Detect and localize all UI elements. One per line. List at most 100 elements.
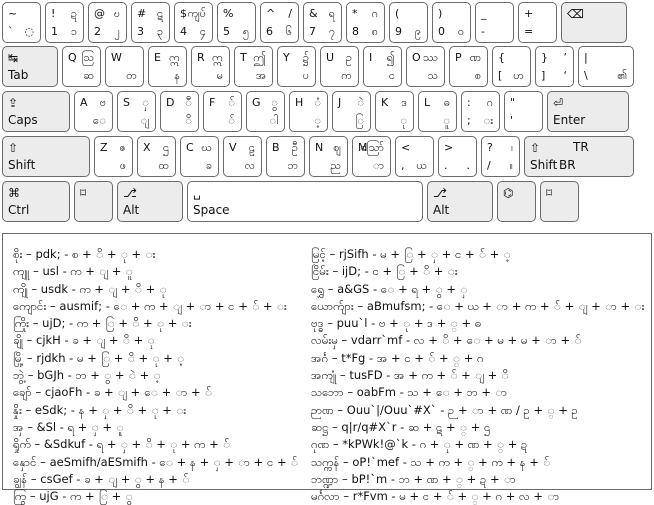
key-o-burmese-shift: ဿ: [422, 51, 438, 64]
key-d-burmese-base: ိ: [185, 114, 192, 127]
key-enter[interactable]: ⏎Enter: [547, 91, 629, 132]
key-0-shift-label: ): [438, 7, 443, 20]
key-rfn[interactable]: ⌑: [540, 181, 579, 222]
key-p-burmese-shift: ဏ: [469, 51, 481, 64]
key-lalt[interactable]: ⎇Alt: [117, 181, 183, 222]
key-fn[interactable]: ⌑: [74, 181, 113, 222]
key-rshift-alt-bottom: BR: [559, 158, 576, 172]
key-i-burmese-shift: ၍: [386, 51, 395, 64]
key-x-shift-label: X: [143, 141, 151, 154]
key-backspace[interactable]: ⌫: [561, 2, 627, 43]
key-d[interactable]: Dီိ: [160, 91, 199, 132]
key-lshift-icon: ⇧: [8, 141, 19, 155]
key-e-shift-label: E: [154, 51, 161, 64]
key-1-burmese-base: ၁: [70, 25, 77, 38]
key-y-burmese-base: ပ: [302, 69, 309, 82]
key-7-burmese-shift: ရ: [328, 7, 335, 20]
key-rshift-label: Shift: [530, 158, 558, 172]
key-6-base-label: 6: [266, 25, 273, 38]
key-lshift[interactable]: ⇧Shift: [2, 136, 90, 177]
key-6[interactable]: ^6/၆: [260, 2, 299, 43]
key-5-burmese-base: ၅: [242, 25, 249, 38]
key-v-burmese-base: လ: [244, 159, 255, 172]
key-v-shift-label: V: [229, 141, 237, 154]
key-h[interactable]: Hံ့: [289, 91, 328, 132]
key-space[interactable]: ␣Space: [187, 181, 423, 222]
example-row: အင်္ဂ – t*Fg - အ + င + ် + ္ + ဂ: [311, 350, 484, 365]
key-caps[interactable]: ⇪Caps: [2, 91, 70, 132]
key-i[interactable]: I၍င: [363, 46, 402, 87]
example-row: ဗုဒ္ဓ – puu`l - ဗ + ု + ဒ + ္ + ဓ: [311, 316, 482, 331]
key-lbracket-base-label: [: [498, 69, 503, 82]
key-quote[interactable]: "': [504, 91, 543, 132]
key-o-shift-label: O: [412, 51, 421, 64]
key-semicolon[interactable]: :;ဂး: [461, 91, 500, 132]
key-f[interactable]: F််: [203, 91, 242, 132]
key-i-burmese-base: င: [388, 69, 395, 82]
key-z-burmese-shift: ဇ: [119, 141, 126, 154]
key-enter-label: Enter: [553, 113, 586, 127]
key-backslash[interactable]: |\၏: [578, 46, 634, 87]
key-k-shift-label: K: [381, 96, 389, 109]
key-minus[interactable]: _-: [475, 2, 514, 43]
key-y-burmese-shift: ၌: [302, 51, 309, 64]
key-menu[interactable]: ⌬: [497, 181, 536, 222]
key-equals[interactable]: +=: [518, 2, 557, 43]
key-ralt-icon: ⎇: [433, 186, 447, 200]
key-minus-shift-label: _: [481, 7, 487, 20]
key-tab[interactable]: ↹Tab: [2, 46, 58, 87]
key-s[interactable]: Sှျ: [117, 91, 156, 132]
key-h-burmese-shift: ံ: [314, 96, 321, 109]
key-j[interactable]: Jဲြ: [332, 91, 371, 132]
key-menu-icon: ⌬: [503, 186, 514, 200]
key-tab-icon: ↹: [8, 51, 19, 65]
key-ctrl[interactable]: ⌘Ctrl: [2, 181, 70, 222]
key-7-burmese-base: ၇: [328, 25, 335, 38]
key-g[interactable]: Gွါ: [246, 91, 285, 132]
key-rbracket-burmese-base: ‘: [563, 69, 568, 82]
key-ralt[interactable]: ⎇Alt: [427, 181, 493, 222]
key-u-burmese-shift: ဥ: [345, 51, 352, 64]
key-5-base-label: 5: [223, 25, 230, 38]
key-backslash-burmese-base: ၏: [617, 69, 627, 82]
key-y[interactable]: Y၌ပ: [277, 46, 316, 87]
key-semicolon-burmese-base: း: [483, 114, 493, 127]
key-slash[interactable]: ?/၊။: [481, 136, 520, 177]
key-q-burmese-shift: ဩ: [81, 51, 94, 64]
key-backtick[interactable]: ~`◌: [2, 2, 41, 43]
key-w-burmese-base: တ: [126, 69, 137, 82]
key-period[interactable]: >..: [438, 136, 477, 177]
example-row: ကြိုး – ujD; - က + ြ + ိ + ု + း: [13, 316, 192, 331]
key-comma[interactable]: <,ယ: [395, 136, 434, 177]
key-lbracket[interactable]: {[ဟ: [492, 46, 531, 87]
key-rbracket[interactable]: }]’‘: [535, 46, 574, 87]
